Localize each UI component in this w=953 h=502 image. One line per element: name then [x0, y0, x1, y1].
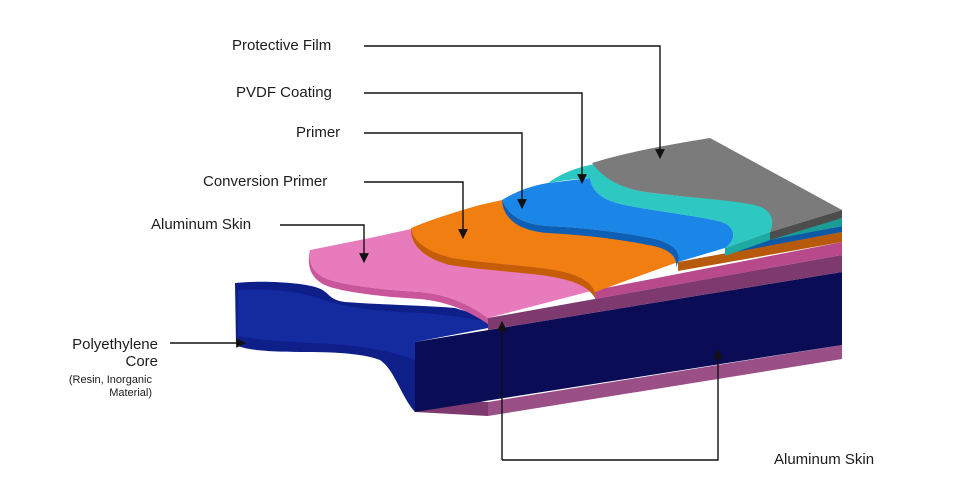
- protective-film-layer: [592, 138, 842, 240]
- label-aluminum-skin-bottom: Aluminum Skin: [774, 451, 875, 468]
- aluminum-skin-edge: [308, 250, 488, 324]
- label-polyethylene-note-line1: (Resin, Inorganic: [68, 374, 152, 386]
- label-protective-film: Protective Film: [232, 37, 332, 54]
- core-front-face: [415, 272, 842, 412]
- pvdf-coating-top-face: [548, 163, 773, 248]
- primer-edge: [502, 200, 679, 268]
- conversion-primer-leader: [364, 181, 468, 239]
- protective-film-side: [770, 210, 842, 240]
- primer-leader: [364, 132, 527, 209]
- label-pvdf-coating: PVDF Coating: [236, 84, 332, 101]
- label-conversion-primer: Conversion Primer: [203, 173, 328, 190]
- bottom-skin-front: [488, 345, 842, 416]
- label-primer: Primer: [296, 124, 341, 141]
- aluminum-skin-side-strip: [595, 242, 842, 299]
- core-wavy-highlight: [238, 289, 488, 360]
- label-polyethylene-note-line2: Material): [109, 387, 152, 399]
- conversion-primer-layer: [410, 200, 842, 298]
- conversion-primer-top-face: [411, 200, 679, 292]
- protective-film-leader: [364, 45, 665, 159]
- pvdf-coating-end: [725, 232, 770, 256]
- pvdf-coating-leader: [364, 92, 587, 184]
- protective-film-top-face: [592, 138, 842, 232]
- conversion-primer-side-strip: [678, 232, 842, 271]
- label-polyethylene-line1: Polyethylene: [72, 336, 158, 353]
- conversion-primer-edge: [410, 228, 595, 298]
- label-polyethylene-line2: Core: [125, 353, 158, 370]
- primer-top-face: [502, 178, 734, 262]
- label-polyethylene-note: (Resin, Inorganic Material): [40, 374, 152, 400]
- leader-lines: [170, 45, 723, 461]
- primer-layer: [502, 178, 842, 268]
- polyethylene-core-layer: [235, 255, 842, 412]
- aluminum-skin-top-face: [309, 229, 596, 318]
- primer-side-strip: [725, 226, 842, 254]
- core-top-edge: [488, 255, 842, 330]
- aluminum-skin-layer: [308, 229, 842, 324]
- label-polyethylene-core: Polyethylene Core: [40, 336, 158, 370]
- aluminum-skin-top-leader: [280, 224, 369, 263]
- label-aluminum-skin-top: Aluminum Skin: [151, 216, 252, 233]
- aluminum-skin-bottom-leader-2: [502, 349, 723, 461]
